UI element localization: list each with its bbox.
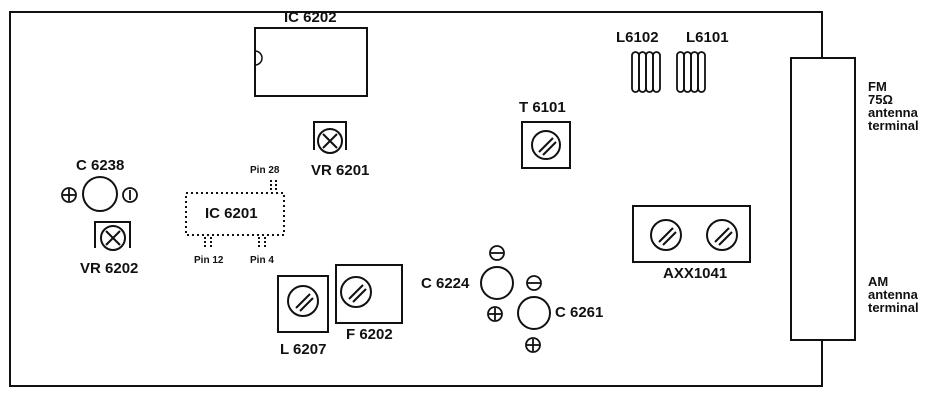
pin-12-marker bbox=[204, 237, 212, 248]
trimmer-vr6201 bbox=[313, 121, 347, 154]
vr6202-label: VR 6202 bbox=[80, 260, 139, 277]
ic6202-label: IC 6202 bbox=[284, 9, 337, 26]
filter-f6202 bbox=[335, 264, 403, 324]
c6238-label: C 6238 bbox=[76, 157, 125, 174]
coil-l6102 bbox=[631, 51, 661, 93]
vr6201-label: VR 6201 bbox=[311, 162, 370, 179]
pin-4-marker bbox=[258, 237, 266, 248]
c6224-label: C 6224 bbox=[421, 275, 470, 292]
am-label-line1: AM bbox=[868, 274, 889, 289]
c6261-label: C 6261 bbox=[555, 304, 604, 321]
fm-antenna-label: FM 75Ω antenna terminal bbox=[868, 80, 919, 132]
ic-6202-chip bbox=[254, 27, 368, 97]
t6101-label: T 6101 bbox=[519, 99, 566, 116]
fm-label-line3: antenna bbox=[868, 105, 918, 120]
am-label-line2: antenna bbox=[868, 287, 918, 302]
am-antenna-label: AM antenna terminal bbox=[868, 275, 919, 314]
l6207-label: L 6207 bbox=[280, 341, 327, 358]
board-outline bbox=[9, 11, 823, 387]
antenna-terminal-block bbox=[790, 57, 856, 341]
transformer-t6101 bbox=[521, 121, 571, 169]
pin28-label: Pin 28 bbox=[250, 165, 280, 176]
module-axx1041 bbox=[632, 205, 751, 263]
capacitor-c6224 bbox=[480, 245, 514, 322]
f6202-label: F 6202 bbox=[346, 326, 393, 343]
capacitor-c6261 bbox=[517, 275, 551, 353]
l6102-label: L6102 bbox=[616, 29, 659, 46]
coil-l6101 bbox=[676, 51, 706, 93]
am-label-line3: terminal bbox=[868, 300, 919, 315]
pin4-label: Pin 4 bbox=[250, 255, 274, 266]
ic6201-label: IC 6201 bbox=[205, 205, 258, 222]
fm-label-line2: 75Ω bbox=[868, 92, 893, 107]
ic-6201-chip bbox=[185, 180, 285, 248]
axx1041-label: AXX1041 bbox=[663, 265, 728, 282]
trimmer-vr6202 bbox=[94, 221, 131, 251]
capacitor-c6238 bbox=[61, 176, 138, 212]
coil-l6207 bbox=[277, 275, 329, 333]
fm-label-line1: FM bbox=[868, 79, 887, 94]
l6101-label: L6101 bbox=[686, 29, 729, 46]
fm-label-line4: terminal bbox=[868, 118, 919, 133]
pin12-label: Pin 12 bbox=[194, 255, 224, 266]
pin-28-marker bbox=[270, 180, 277, 191]
